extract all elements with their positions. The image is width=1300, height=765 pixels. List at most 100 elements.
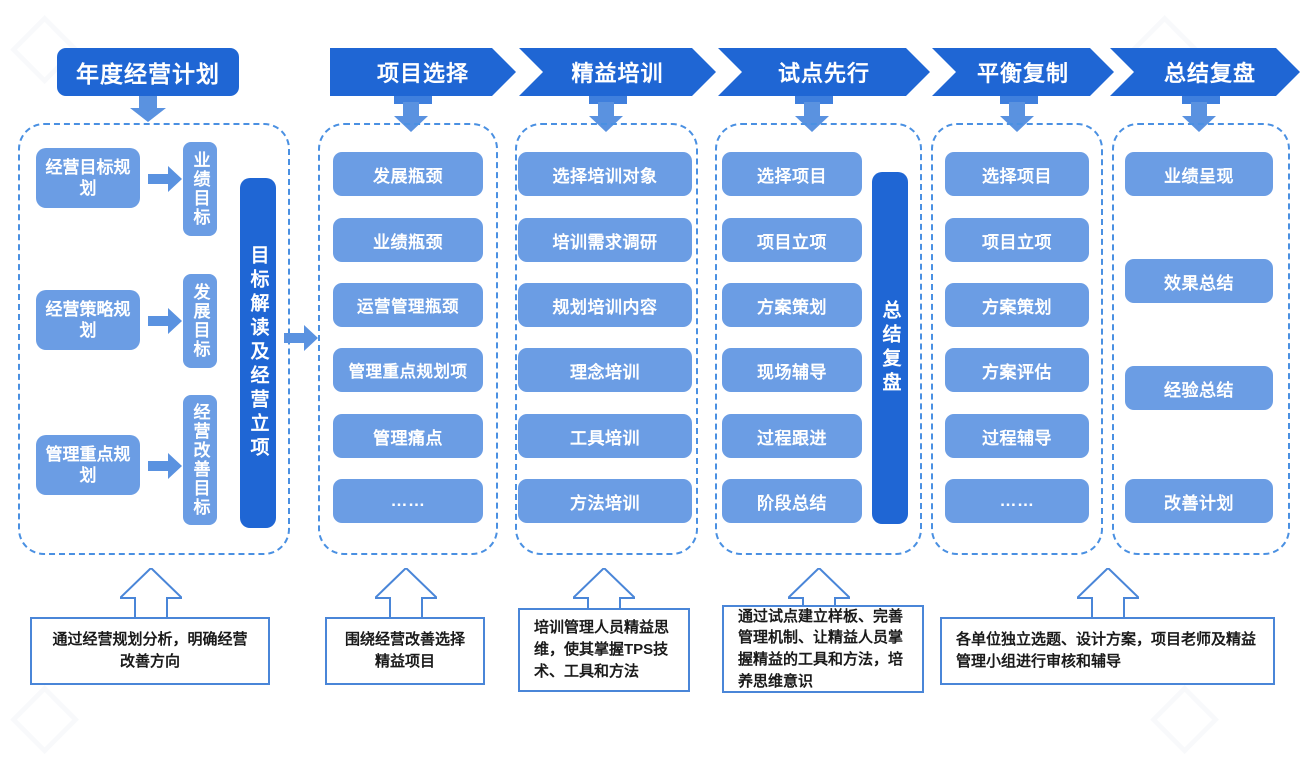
pilot-summary-box[interactable]: 总结复盘 (872, 172, 908, 524)
item-label: 培训需求调研 (552, 232, 658, 252)
list-item[interactable]: 管理重点规划项 (333, 348, 483, 392)
item-label: 经验总结 (1164, 380, 1234, 400)
list-item[interactable]: …… (945, 479, 1089, 523)
pilot-summary-text: 总结复盘 (879, 300, 901, 396)
stage-header-label-1: 精益培训 (571, 61, 664, 86)
planning-arrow-icon-0 (148, 166, 182, 192)
stage-down-arrow-icon-1 (589, 102, 623, 132)
list-item[interactable]: 选择项目 (722, 152, 862, 196)
panel-balance-copy (931, 123, 1103, 555)
stage-header-tab-4 (1182, 96, 1220, 104)
caption-box-1: 围绕经营改善选择精益项目 (325, 617, 485, 685)
planning-target-1[interactable]: 发展目标 (183, 274, 217, 368)
list-item[interactable]: 管理痛点 (333, 414, 483, 458)
item-label: 改善计划 (1164, 493, 1234, 513)
item-label: …… (390, 491, 426, 510)
item-label: …… (999, 491, 1035, 510)
item-label: 方法培训 (570, 493, 640, 513)
list-item[interactable]: 方案策划 (945, 283, 1089, 327)
stage-header-3[interactable]: 平衡复制 (932, 48, 1114, 96)
caption-box-3: 通过试点建立样板、完善管理机制、让精益人员掌握精益的工具和方法，培养思维意识 (722, 605, 924, 693)
stage-header-1[interactable]: 精益培训 (519, 48, 716, 96)
stage-header-2[interactable]: 试点先行 (718, 48, 930, 96)
planning-summary-text: 目标解读及经营立项 (247, 245, 269, 461)
item-label: 业绩呈现 (1164, 166, 1234, 186)
planning-label-text-0: 经营目标规划 (45, 157, 131, 198)
item-label: 过程跟进 (757, 428, 827, 448)
title-down-arrow-icon (130, 96, 166, 122)
planning-label-1[interactable]: 经营策略规划 (36, 290, 140, 350)
stage-header-0[interactable]: 项目选择 (330, 48, 516, 96)
stage-header-label-0: 项目选择 (376, 61, 469, 86)
stage-header-4[interactable]: 总结复盘 (1110, 48, 1300, 96)
planning-label-0[interactable]: 经营目标规划 (36, 148, 140, 208)
list-item[interactable]: 工具培训 (518, 414, 692, 458)
planning-target-2[interactable]: 经营改善目标 (183, 395, 217, 525)
stage-down-arrow-icon-3 (1000, 102, 1034, 132)
list-item[interactable]: 过程跟进 (722, 414, 862, 458)
item-label: 工具培训 (570, 428, 640, 448)
planning-target-0[interactable]: 业绩目标 (183, 142, 217, 236)
caption-box-4: 各单位独立选题、设计方案，项目老师及精益管理小组进行审核和辅导 (940, 617, 1275, 685)
item-label: 发展瓶颈 (373, 166, 443, 186)
item-label: 管理痛点 (373, 428, 443, 448)
item-label: 阶段总结 (757, 493, 827, 513)
caption-up-arrow-icon-4 (1077, 568, 1139, 620)
stage-header-label-2: 试点先行 (777, 61, 870, 86)
list-item[interactable]: 培训需求调研 (518, 218, 692, 262)
list-item[interactable]: 理念培训 (518, 348, 692, 392)
list-item[interactable]: …… (333, 479, 483, 523)
caption-up-arrow-icon-2 (573, 568, 635, 620)
list-item[interactable]: 项目立项 (945, 218, 1089, 262)
list-item[interactable]: 方案评估 (945, 348, 1089, 392)
caption-box-2: 培训管理人员精益思维，使其掌握TPS技术、工具和方法 (518, 608, 690, 692)
panel-project-select (318, 123, 498, 555)
list-item[interactable]: 方案策划 (722, 283, 862, 327)
planning-label-2[interactable]: 管理重点规划 (36, 435, 140, 495)
stage-down-arrow-icon-4 (1182, 102, 1216, 132)
caption-text-3: 通过试点建立样板、完善管理机制、让精益人员掌握精益的工具和方法，培养思维意识 (738, 607, 904, 690)
stage-header-label-3: 平衡复制 (976, 61, 1069, 86)
item-label: 过程辅导 (982, 428, 1052, 448)
item-label: 选择项目 (982, 166, 1052, 186)
planning-label-text-1: 经营策略规划 (45, 299, 131, 340)
planning-arrow-icon-2 (148, 453, 182, 479)
item-label: 选择项目 (757, 166, 827, 186)
list-item[interactable]: 过程辅导 (945, 414, 1089, 458)
item-label: 项目立项 (982, 232, 1052, 252)
list-item[interactable]: 业绩瓶颈 (333, 218, 483, 262)
item-label: 效果总结 (1164, 273, 1234, 293)
item-label: 方案策划 (757, 297, 827, 317)
stage-down-arrow-icon-2 (795, 102, 829, 132)
planning-label-text-2: 管理重点规划 (45, 444, 131, 485)
list-item[interactable]: 项目立项 (722, 218, 862, 262)
caption-text-2: 培训管理人员精益思维，使其掌握TPS技术、工具和方法 (534, 619, 670, 680)
item-label: 运营管理瓶颈 (357, 298, 459, 316)
list-item[interactable]: 运营管理瓶颈 (333, 283, 483, 327)
list-item[interactable]: 选择培训对象 (518, 152, 692, 196)
stage-header-tab-0 (394, 96, 432, 104)
caption-up-arrow-icon-0 (120, 568, 182, 620)
list-item[interactable]: 阶段总结 (722, 479, 862, 523)
list-item[interactable]: 方法培训 (518, 479, 692, 523)
item-label: 方案评估 (982, 362, 1052, 382)
item-label: 现场辅导 (757, 362, 827, 382)
planning-target-text-0: 业绩目标 (190, 151, 210, 227)
caption-text-0: 通过经营规划分析，明确经营改善方向 (52, 631, 248, 670)
list-item[interactable]: 业绩呈现 (1125, 152, 1273, 196)
caption-text-1: 围绕经营改善选择精益项目 (344, 631, 465, 670)
list-item[interactable]: 效果总结 (1125, 259, 1273, 303)
planning-summary-box[interactable]: 目标解读及经营立项 (240, 178, 276, 528)
list-item[interactable]: 规划培训内容 (518, 283, 692, 327)
item-label: 理念培训 (570, 362, 640, 382)
list-item[interactable]: 经验总结 (1125, 366, 1273, 410)
item-label: 选择培训对象 (552, 166, 658, 186)
list-item[interactable]: 现场辅导 (722, 348, 862, 392)
list-item[interactable]: 选择项目 (945, 152, 1089, 196)
stage-header-tab-3 (1000, 96, 1038, 104)
list-item[interactable]: 改善计划 (1125, 479, 1273, 523)
panel-lean-training (515, 123, 698, 555)
plan-title-label: 年度经营计划 (76, 61, 220, 87)
list-item[interactable]: 发展瓶颈 (333, 152, 483, 196)
item-label: 管理重点规划项 (348, 363, 468, 381)
